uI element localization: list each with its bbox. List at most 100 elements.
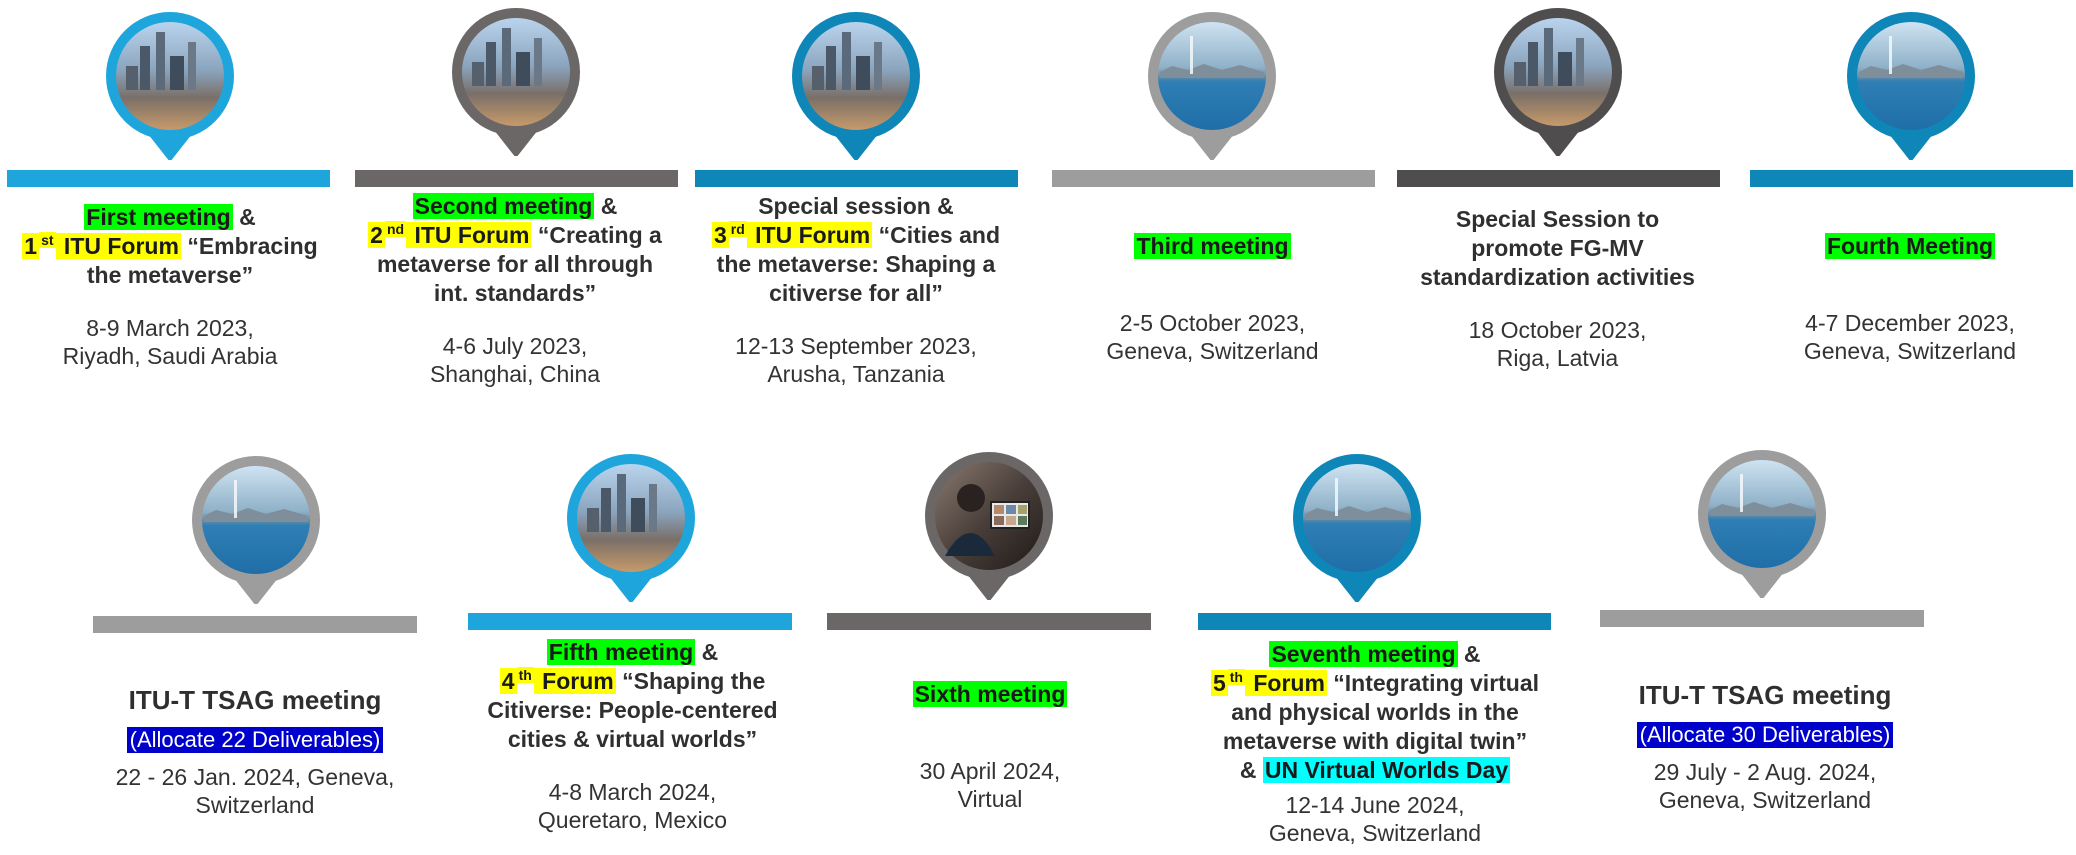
event-location: Virtual <box>957 786 1023 812</box>
event-location: Shanghai, China <box>429 361 601 387</box>
highlighted-text: nd <box>384 221 407 238</box>
highlighted-text: 1 <box>22 233 40 259</box>
highlighted-text: ITU Forum <box>55 233 181 259</box>
event-title-line: metaverse for all through <box>376 251 654 277</box>
event-location: Geneva, Switzerland <box>1658 787 1872 813</box>
highlighted-text: ITU Forum <box>406 222 532 248</box>
title-text: “Cities and <box>872 222 1000 248</box>
highlighted-text: th <box>1227 669 1245 686</box>
event-location: Geneva, Switzerland <box>1106 338 1319 364</box>
location-pin <box>923 450 1055 600</box>
highlighted-text: UN Virtual Worlds Day <box>1262 757 1511 783</box>
title-text: “Shaping the <box>615 668 766 694</box>
event-date: 30 April 2024, <box>919 758 1061 784</box>
title-text: & <box>594 193 618 219</box>
event-title-line: metaverse with digital twin” <box>1222 728 1528 754</box>
event-description: ITU-T TSAG meeting (Allocate 30 Deliverab… <box>1595 678 1935 814</box>
title-text: “Creating a <box>531 222 662 248</box>
event-date: 29 July - 2 Aug. 2024, <box>1653 759 1877 785</box>
deliverables-badge: (Allocate 30 Deliverables) <box>1636 722 1894 748</box>
timeline-bar <box>827 613 1151 630</box>
event-title-line: First meeting & <box>0 203 340 232</box>
event-title-line: int. standards” <box>433 280 597 306</box>
highlighted-text: Forum <box>1244 670 1327 696</box>
title-text: “Embracing <box>180 233 318 259</box>
location-pin <box>190 454 322 604</box>
event-date: 22 - 26 Jan. 2024, Geneva, <box>115 764 395 790</box>
event-location: Queretaro, Mexico <box>537 807 728 833</box>
event-location: Switzerland <box>195 792 315 818</box>
deliverables-badge: (Allocate 22 Deliverables) <box>126 727 384 753</box>
title-text: & <box>1239 757 1263 783</box>
event-date: 18 October 2023, <box>1468 317 1647 343</box>
event-title-line: Citiverse: People-centered <box>487 697 778 723</box>
highlighted-text: ITU Forum <box>746 222 873 248</box>
event-date: 8-9 March 2023, <box>86 315 254 341</box>
event-title-line: Special Session to <box>1455 206 1660 232</box>
event-description: Third meeting 2-5 October 2023,Geneva, Sw… <box>1040 232 1385 365</box>
event-description: Sixth meeting 30 April 2024,Virtual <box>815 680 1165 813</box>
event-title-line: Seventh meeting & <box>1190 640 1560 669</box>
timeline-bar <box>7 170 330 187</box>
event-location: Riyadh, Saudi Arabia <box>62 343 278 369</box>
timeline-bar <box>1052 170 1375 187</box>
location-pin <box>790 10 922 160</box>
timeline-bar <box>93 616 417 633</box>
event-title-line: Fifth meeting & <box>460 638 805 667</box>
location-pin <box>565 452 697 602</box>
event-date: 2-5 October 2023, <box>1119 310 1306 336</box>
title-text: & <box>232 204 256 230</box>
location-pin <box>1291 452 1423 602</box>
event-title-text: Fourth Meeting <box>1824 233 1996 259</box>
event-date: 4-8 March 2024, <box>548 779 717 805</box>
event-title-text: Third meeting <box>1134 233 1291 259</box>
highlighted-text: th <box>516 667 534 684</box>
location-pin <box>450 6 582 156</box>
title-text: & <box>695 639 719 665</box>
timeline-bar <box>695 170 1018 187</box>
event-title-line: citiverse for all” <box>769 280 943 306</box>
highlighted-text: Seventh meeting <box>1269 641 1458 667</box>
event-title-line: and physical worlds in the <box>1231 699 1519 725</box>
timeline-bar <box>1198 613 1551 630</box>
event-title-line: promote FG-MV <box>1471 235 1644 261</box>
highlighted-text: rd <box>728 221 747 238</box>
event-location: Arusha, Tanzania <box>767 361 945 387</box>
location-pin <box>104 10 236 160</box>
location-pin <box>1146 10 1278 160</box>
title-text: & <box>1457 641 1481 667</box>
event-title: ITU-T TSAG meeting <box>1595 678 1935 712</box>
event-title-line: the metaverse: Shaping a <box>716 251 996 277</box>
location-pin <box>1696 448 1828 598</box>
event-date: 12-14 June 2024, <box>1285 792 1465 818</box>
timeline-bar <box>468 613 792 630</box>
highlighted-text: First meeting <box>84 204 233 230</box>
timeline-bar <box>1397 170 1720 187</box>
deliverables-badge-row: (Allocate 22 Deliverables) <box>80 727 430 753</box>
deliverables-badge-row: (Allocate 30 Deliverables) <box>1595 722 1935 748</box>
location-pin <box>1845 10 1977 160</box>
event-title-text: ITU-T TSAG meeting <box>1638 680 1892 710</box>
timeline-bar <box>1750 170 2073 187</box>
event-description: ITU-T TSAG meeting (Allocate 22 Deliverab… <box>80 683 430 819</box>
location-pin <box>1492 6 1624 156</box>
highlighted-text: st <box>39 232 56 249</box>
event-location: Geneva, Switzerland <box>1268 820 1482 846</box>
event-title-text: Sixth meeting <box>912 681 1068 707</box>
event-title-line: Special session & <box>758 193 954 219</box>
event-title-line: standardization activities <box>1420 264 1695 290</box>
event-title-line: & UN Virtual Worlds Day <box>1190 756 1560 785</box>
event-title: ITU-T TSAG meeting <box>80 683 430 717</box>
highlighted-text: Forum <box>533 668 616 694</box>
event-title-line: Second meeting & <box>345 192 685 221</box>
event-title-text: ITU-T TSAG meeting <box>128 685 382 715</box>
event-date: 12-13 September 2023, <box>735 333 977 359</box>
